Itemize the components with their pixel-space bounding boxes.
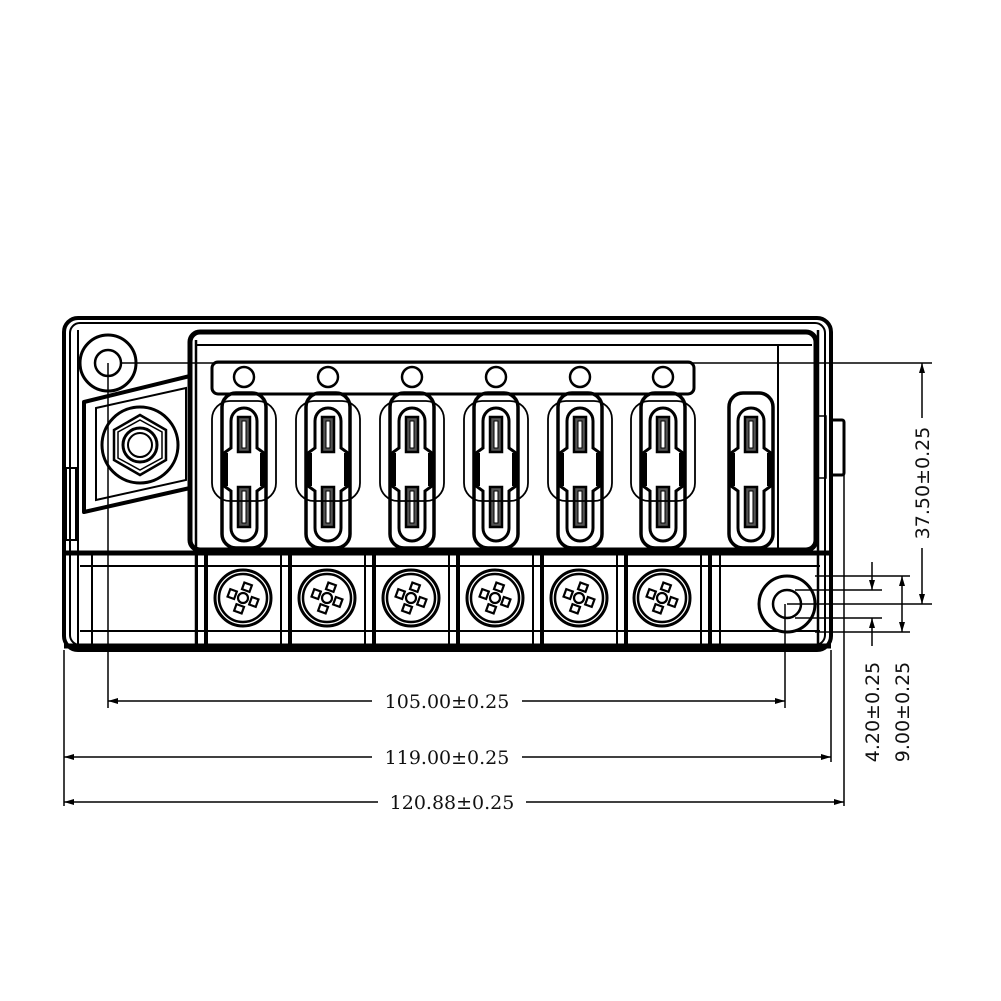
power-stud-nut xyxy=(100,405,180,485)
fuse-box-body xyxy=(62,316,846,652)
screw-terminals xyxy=(213,568,692,628)
dim-label-boss-diameter: 9.00±0.25 xyxy=(892,662,914,763)
dim-label-hole-vertical-spacing: 37.50±0.25 xyxy=(912,427,934,540)
fuse-slots xyxy=(211,391,775,550)
dim-label-body-width: 119.00±0.25 xyxy=(385,747,510,769)
dimension-lines xyxy=(63,362,932,806)
dim-label-overall-width: 120.88±0.25 xyxy=(390,792,515,814)
power-stud-bracket xyxy=(82,374,192,514)
bus-bar-holes xyxy=(232,365,675,389)
terminal-strip xyxy=(64,550,831,649)
dim-label-hole-diameter: 4.20±0.25 xyxy=(862,662,884,763)
dim-label-hole-spacing: 105.00±0.25 xyxy=(385,691,510,713)
spare-fuse-slot xyxy=(727,391,775,550)
